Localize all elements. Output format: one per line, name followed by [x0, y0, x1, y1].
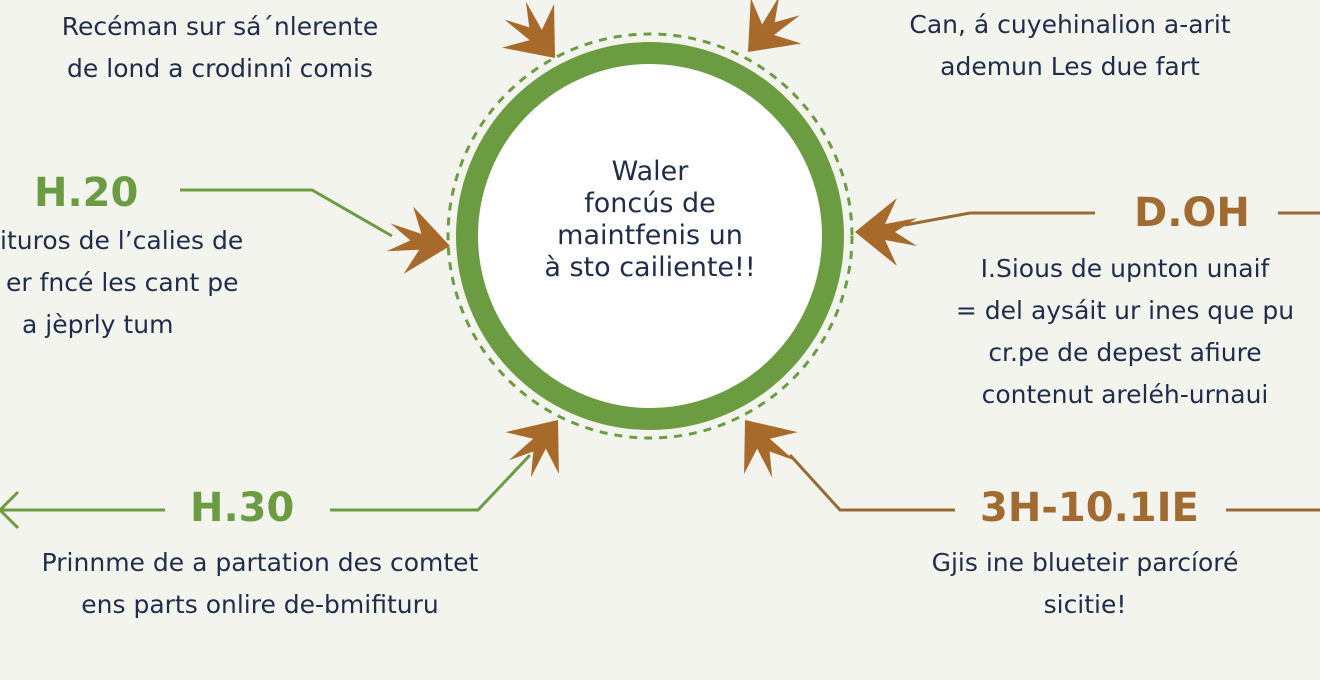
dashed-outer-ring: [446, 32, 854, 440]
node-top-right-text: Can, á cuyehinalion a-arit ademun Les du…: [860, 4, 1280, 88]
node-line: ademun Les due fart: [940, 52, 1200, 81]
node-line: cr.pe de depest afiure: [988, 338, 1262, 367]
node-bottom-left-heading: H.30: [190, 485, 295, 531]
node-line: Recéman sur sá´nlerente: [61, 12, 379, 41]
node-line: ens parts onlire de-bmifituru: [81, 590, 439, 619]
node-bottom-right-text: Gjis ine blueteir parcíoré sicitie!: [880, 542, 1290, 626]
node-bottom-right-heading: 3H-10.1IE: [980, 485, 1199, 531]
center-line: Waler: [611, 156, 689, 187]
node-line: de lond a crodinnî comis: [67, 54, 373, 83]
node-line: sicitie!: [1043, 590, 1127, 619]
node-line: er fncé les cant pe: [6, 268, 239, 297]
node-line: I.Sious de upnton unaif: [980, 254, 1270, 283]
connector-bottom-left-2: [330, 453, 532, 512]
node-right-mid-heading: D.OH: [1134, 190, 1250, 236]
node-line: a jèprly tum: [22, 310, 174, 339]
node-right-mid-text: I.Sious de upnton unaif = del aysáit ur …: [930, 248, 1320, 416]
left-edge-arrow-icon: [0, 490, 20, 530]
node-line: Prinnme de a partation des comtet: [41, 548, 479, 577]
connector-bottom-right: [788, 453, 955, 512]
center-line: à sto cailiente!!: [544, 252, 756, 283]
center-line: maintfenis un: [557, 220, 743, 251]
arrow-bottom-right-icon: [718, 399, 810, 490]
center-line: foncús de: [584, 188, 716, 219]
node-line: ituros de l’calies de: [0, 226, 244, 255]
arrow-left-mid-icon: [383, 203, 455, 280]
node-bottom-left-text: Prinnme de a partation des comtet ens pa…: [0, 542, 520, 626]
connector-left-mid: [180, 188, 393, 238]
center-label: Waler foncús de maintfenis un à sto cail…: [508, 156, 792, 284]
center-ring: [456, 42, 844, 430]
node-line: contenut areléh-urnaui: [981, 380, 1269, 409]
node-left-mid-heading: H.20: [34, 170, 139, 216]
connector-right-mid: [904, 211, 1095, 227]
node-left-mid-text: ituros de l’calies de er fncé les cant p…: [0, 220, 300, 346]
node-line: Gjis ine blueteir parcíoré: [931, 548, 1239, 577]
node-line: Can, á cuyehinalion a-arit: [909, 10, 1231, 39]
arrow-right-mid-icon: [855, 198, 917, 266]
node-line: = del aysáit ur ines que pu: [955, 296, 1295, 325]
node-top-left-text: Recéman sur sá´nlerente de lond a crodin…: [20, 6, 420, 90]
